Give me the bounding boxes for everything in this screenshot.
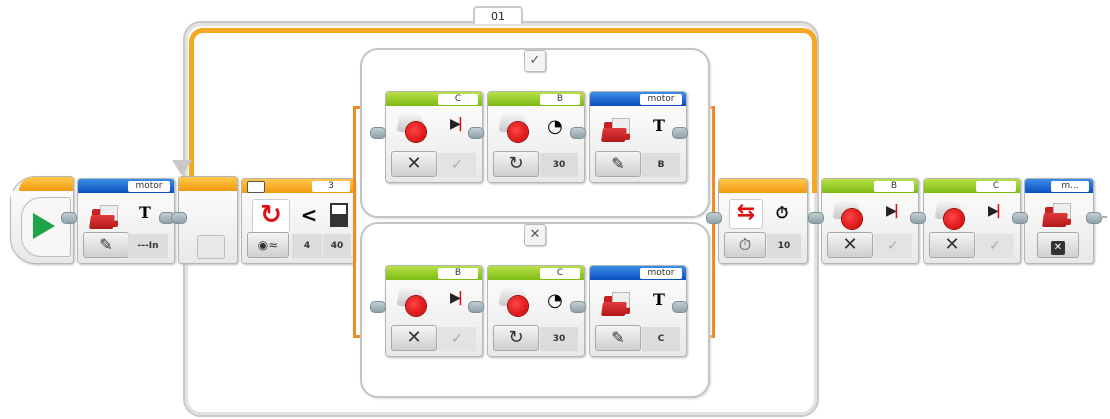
off-mode-button[interactable]: ✕ <box>391 151 437 177</box>
close-file-icon: ✕ <box>1051 241 1065 255</box>
file-name-label[interactable]: m... <box>1051 181 1089 192</box>
loop-start-block[interactable] <box>178 176 238 264</box>
motor-speed-block[interactable]: B ◔ ↻ 30 <box>487 91 585 183</box>
motor-speed-block[interactable]: C ◔ ↻ 30 <box>487 265 585 357</box>
brake-icon: ▶| <box>886 203 899 219</box>
file-name-label[interactable]: motor <box>128 181 170 192</box>
speedometer-icon: ◔ <box>547 116 563 137</box>
on-mode-button[interactable]: ↻ <box>493 325 539 351</box>
case-false-tab[interactable]: ✕ <box>524 224 546 246</box>
motor-port[interactable]: C <box>438 94 478 105</box>
threshold-icon <box>330 203 348 227</box>
sequence-plug <box>61 212 77 224</box>
motor-stop-block[interactable]: B ▶| ✕ ✓ <box>385 265 483 357</box>
file-close-block[interactable]: m... ✕ <box>1024 178 1094 264</box>
file-folder-icon <box>1042 203 1073 227</box>
close-mode-button[interactable]: ✕ <box>1037 232 1079 258</box>
motor-port[interactable]: B <box>874 181 914 192</box>
power-value[interactable]: 30 <box>540 327 578 351</box>
loop-start-slot <box>197 235 225 259</box>
brake-param[interactable]: ✓ <box>874 234 912 258</box>
timer-mode-button[interactable]: ⏱ <box>724 232 766 258</box>
compare-operator[interactable]: < <box>300 203 318 227</box>
motor-port[interactable]: B <box>540 94 580 105</box>
switch-port[interactable]: 4 <box>292 234 322 258</box>
brake-icon: ▶| <box>988 203 1001 219</box>
write-mode-button[interactable]: ✎ <box>595 325 641 351</box>
motor-port[interactable]: C <box>540 268 580 279</box>
write-mode-button[interactable]: ✎ <box>83 232 129 258</box>
timer-icon: ⏱ <box>775 203 789 222</box>
loop-end-block[interactable]: ⇆ ⏱ ⏱ 10 <box>718 178 808 264</box>
case-true-tab[interactable]: ✓ <box>524 50 546 72</box>
on-mode-button[interactable]: ↻ <box>493 151 539 177</box>
write-mode-button[interactable]: ✎ <box>595 151 641 177</box>
play-icon[interactable] <box>33 213 55 239</box>
switch-sensor-icon[interactable]: ↻ <box>252 199 290 233</box>
loop-orange-wire <box>189 28 817 193</box>
file-name-label[interactable]: motor <box>640 94 682 105</box>
motor-stop-block[interactable]: C ▶| ✕ ✓ <box>923 178 1021 264</box>
sensor-mode-button[interactable]: ◉≈ <box>247 232 289 258</box>
motor-port[interactable]: C <box>976 181 1016 192</box>
off-mode-button[interactable]: ✕ <box>929 232 975 258</box>
motor-stop-block[interactable]: B ▶| ✕ ✓ <box>821 178 919 264</box>
speedometer-icon: ◔ <box>547 290 563 311</box>
switch-block[interactable]: 3 ↻ < ◉≈ 4 40 <box>241 178 355 264</box>
file-access-block[interactable]: motor T ✎ C <box>589 265 687 357</box>
start-block[interactable] <box>10 176 74 264</box>
sequence-end-wire <box>1099 216 1107 218</box>
loop-arrow-icon <box>172 160 192 176</box>
file-name-label[interactable]: motor <box>640 268 682 279</box>
motor-port[interactable]: B <box>438 268 478 279</box>
loop-start-header <box>179 177 237 191</box>
brake-icon: ▶| <box>450 290 463 306</box>
text-type-icon: T <box>139 203 151 222</box>
write-value[interactable]: ---In <box>128 234 168 258</box>
switch-header-value[interactable]: 3 <box>312 181 350 192</box>
brake-param[interactable]: ✓ <box>438 153 476 177</box>
brake-param[interactable]: ✓ <box>438 327 476 351</box>
timer-value[interactable]: 10 <box>767 234 801 258</box>
brake-icon: ▶| <box>450 116 463 132</box>
file-access-block[interactable]: motor T ✎ ---In <box>77 178 175 264</box>
off-mode-button[interactable]: ✕ <box>827 232 873 258</box>
loop-name-label[interactable]: 01 <box>473 6 523 24</box>
file-access-block[interactable]: motor T ✎ B <box>589 91 687 183</box>
write-value[interactable]: B <box>642 153 680 177</box>
switch-threshold[interactable]: 40 <box>323 234 351 258</box>
loop-repeat-icon: ⇆ <box>729 199 763 229</box>
switch-view-toggle-icon[interactable] <box>247 181 265 193</box>
text-type-icon: T <box>653 116 665 135</box>
file-folder-icon <box>89 205 120 229</box>
power-value[interactable]: 30 <box>540 153 578 177</box>
write-value[interactable]: C <box>642 327 680 351</box>
motor-stop-block[interactable]: C ▶| ✕ ✓ <box>385 91 483 183</box>
file-folder-icon <box>601 118 632 142</box>
brake-param[interactable]: ✓ <box>976 234 1014 258</box>
off-mode-button[interactable]: ✕ <box>391 325 437 351</box>
file-folder-icon <box>601 292 632 316</box>
text-type-icon: T <box>653 290 665 309</box>
